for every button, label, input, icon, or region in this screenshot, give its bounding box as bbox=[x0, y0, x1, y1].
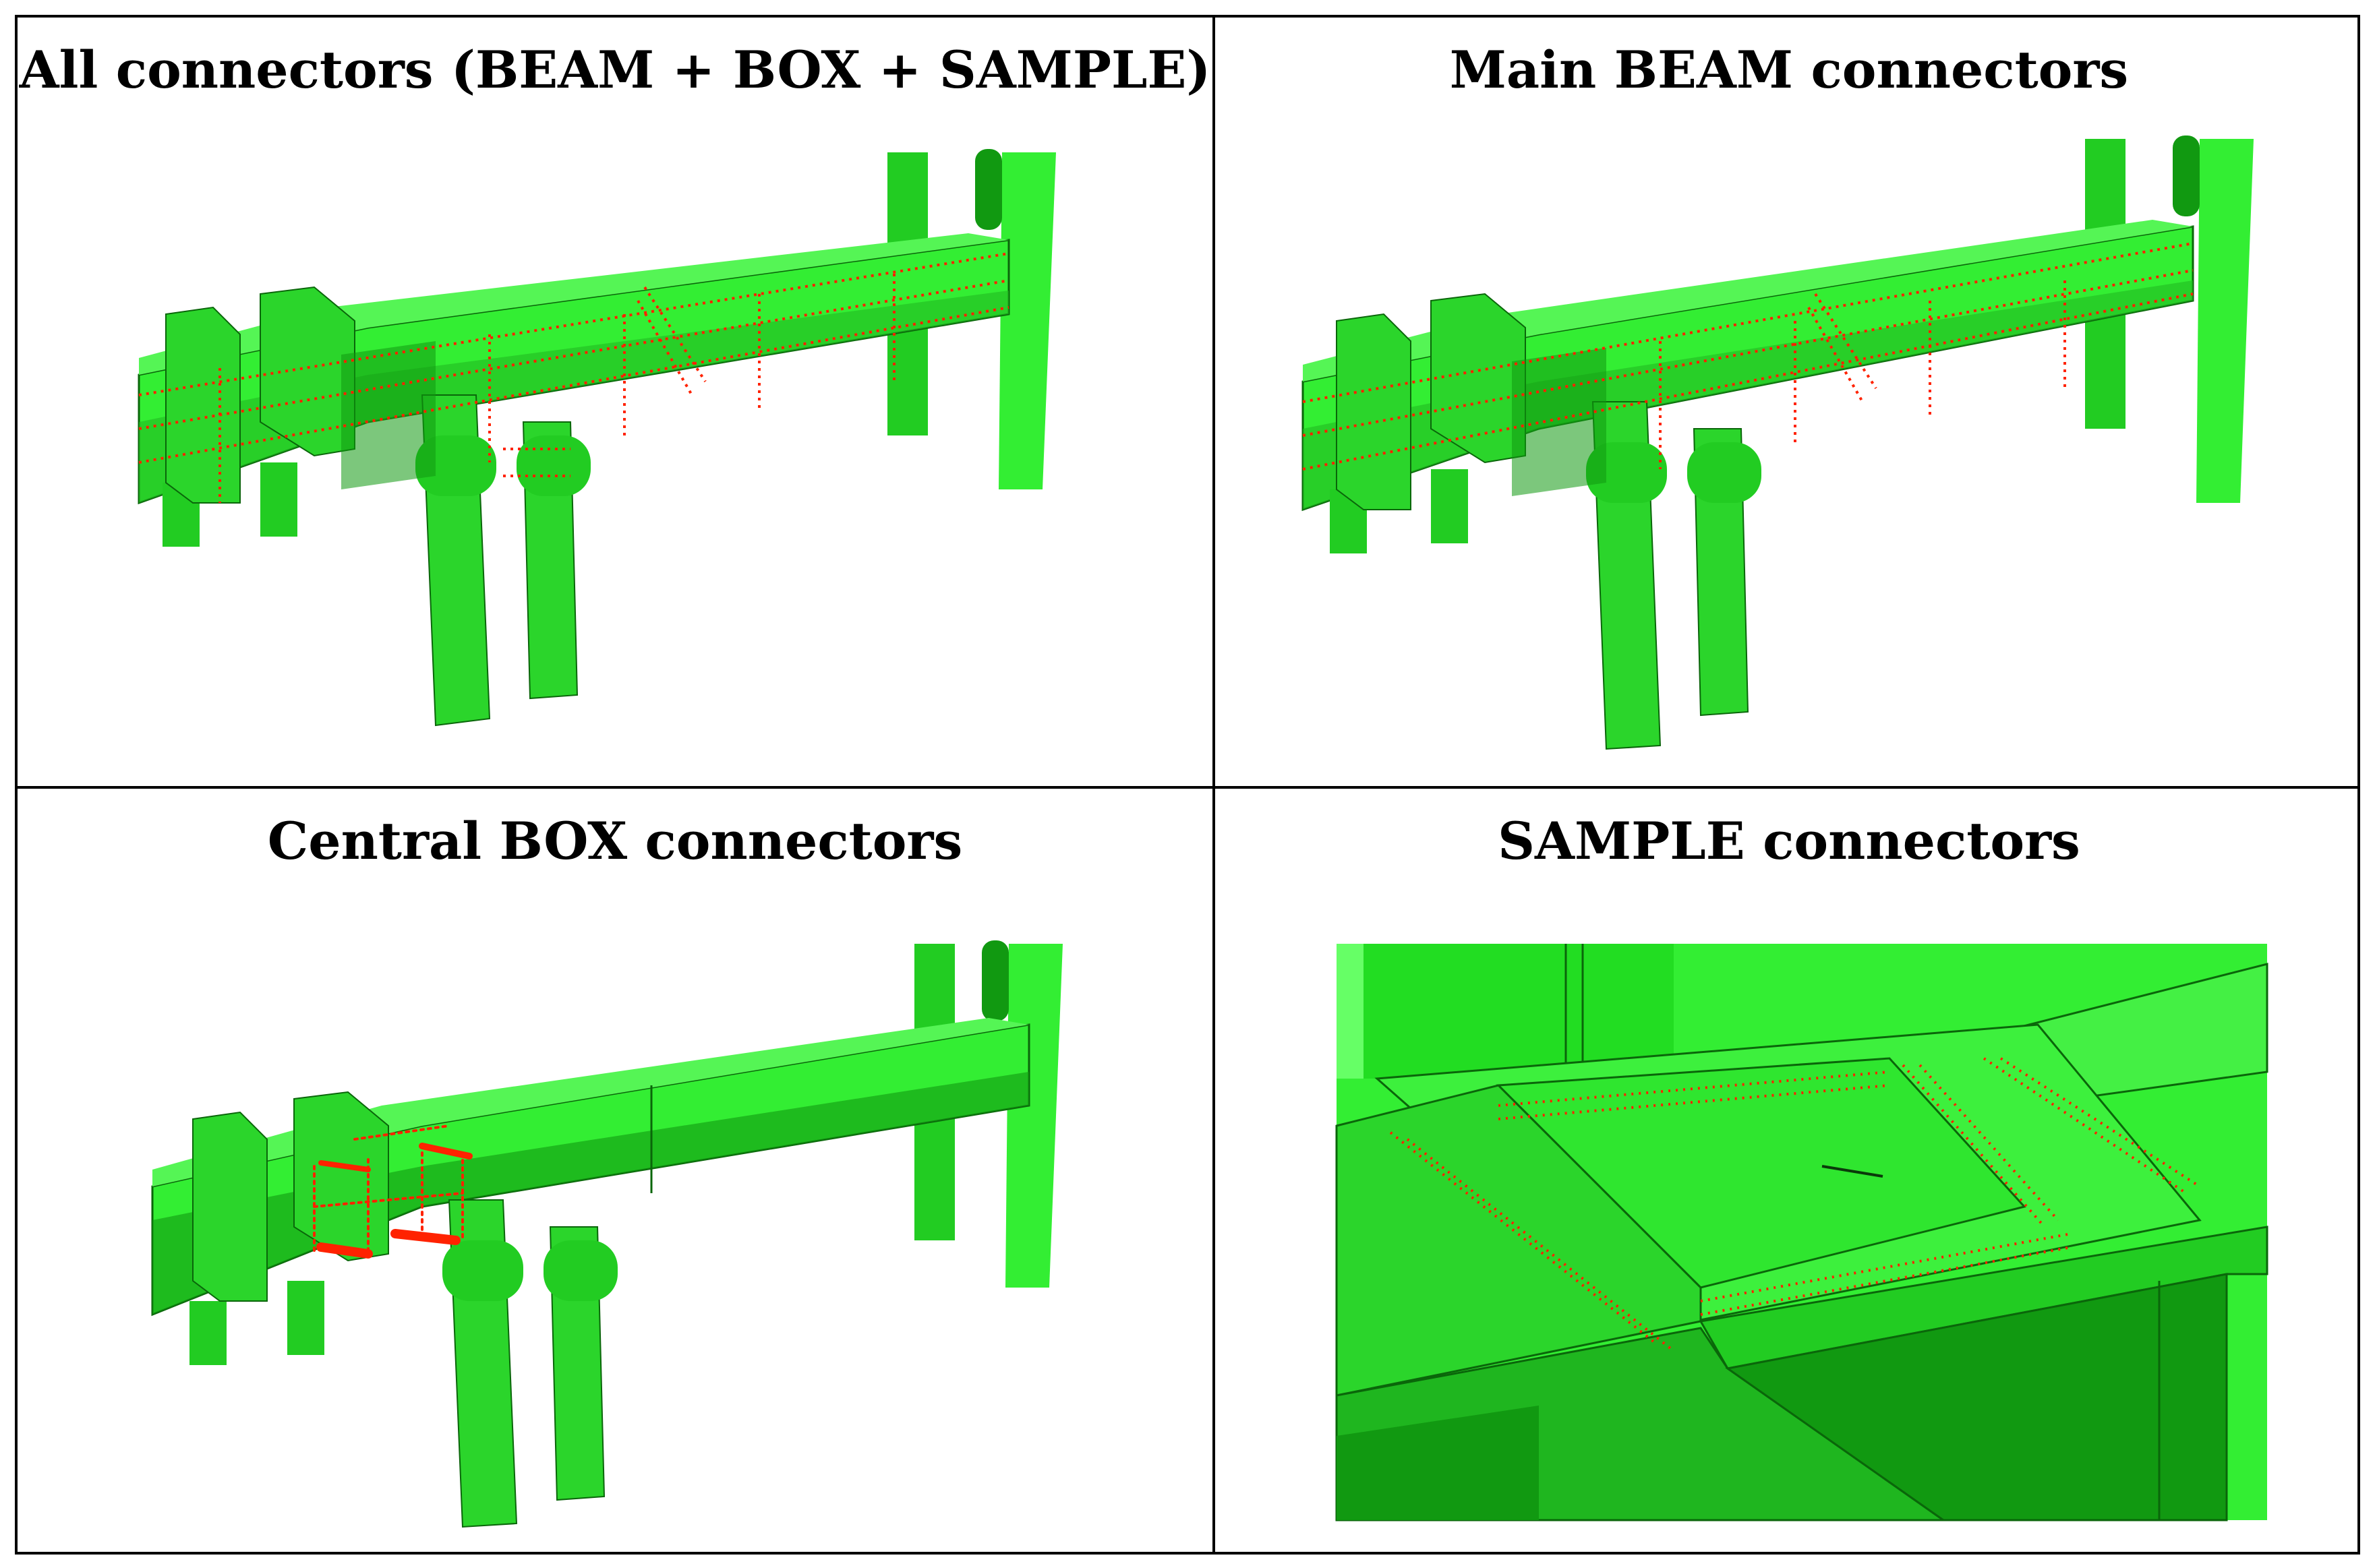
connector-markers bbox=[1389, 1057, 2201, 1350]
panel-central-box-connectors: Central BOX connectors bbox=[18, 789, 1212, 1557]
vertical-divider bbox=[1212, 18, 1215, 1552]
connector-markers bbox=[138, 252, 1009, 503]
panel-title: Main BEAM connectors bbox=[1449, 40, 2129, 100]
panel-title: Central BOX connectors bbox=[267, 811, 963, 871]
model-structure bbox=[151, 940, 1063, 1528]
fe-model-all-connectors bbox=[138, 149, 1056, 727]
panel-title: All connectors (BEAM + BOX + SAMPLE) bbox=[19, 40, 1211, 100]
fe-model-main-beam-connectors bbox=[1301, 135, 2254, 750]
panel-title: SAMPLE connectors bbox=[1498, 811, 2080, 871]
figure-frame: All connectors (BEAM + BOX + SAMPLE) bbox=[15, 15, 2360, 1555]
connector-markers bbox=[1302, 242, 2194, 471]
connector-markers bbox=[313, 1124, 473, 1259]
model-structure bbox=[1301, 135, 2254, 750]
model-structure bbox=[138, 149, 1056, 727]
fe-model-sample-connectors bbox=[1335, 944, 2268, 1521]
panel-sample-connectors: SAMPLE connectors bbox=[1215, 789, 2363, 1557]
panel-all-connectors: All connectors (BEAM + BOX + SAMPLE) bbox=[18, 18, 1212, 786]
fe-model-central-box-connectors bbox=[151, 940, 1063, 1528]
horizontal-divider bbox=[18, 786, 2357, 789]
model-structure bbox=[1335, 944, 2268, 1521]
panel-main-beam-connectors: Main BEAM connectors bbox=[1215, 18, 2363, 786]
